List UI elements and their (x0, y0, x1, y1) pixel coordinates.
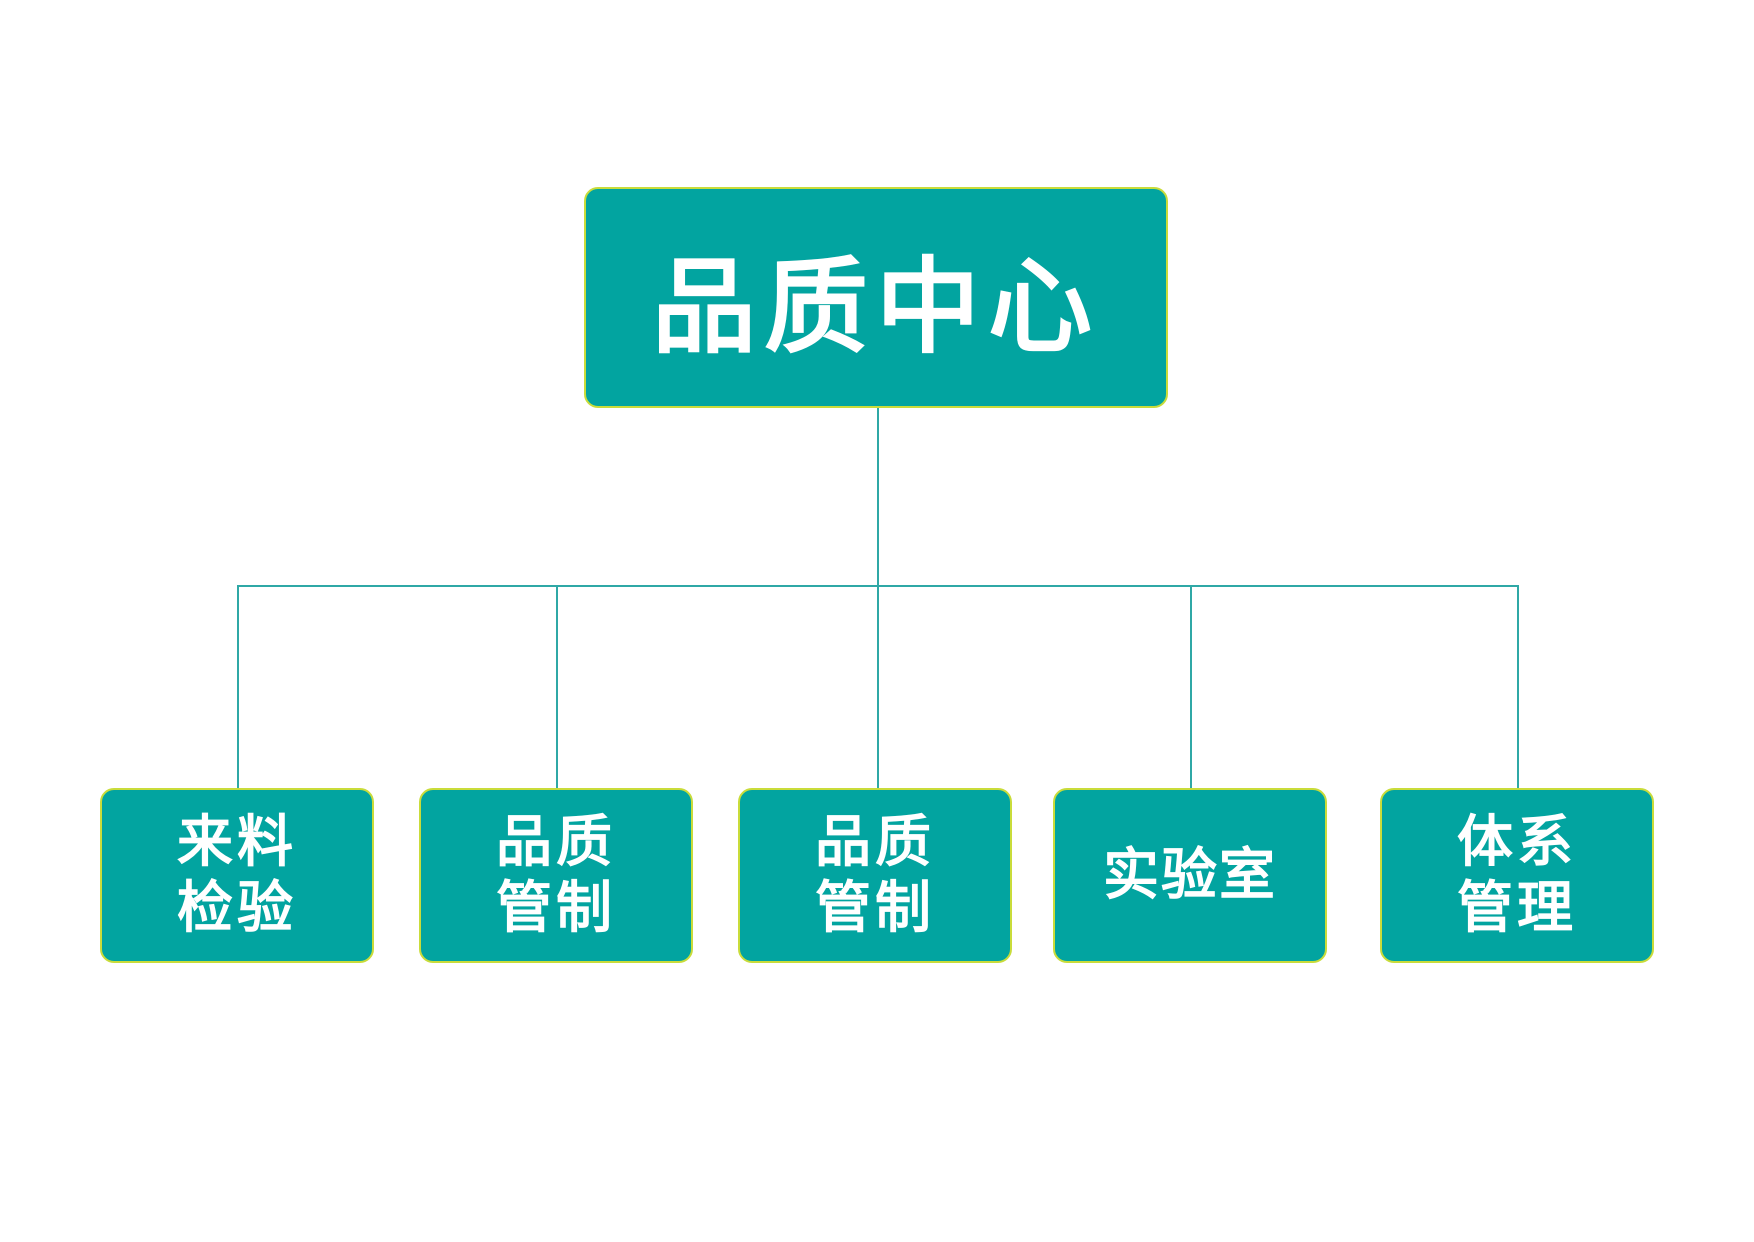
child-node-quality-control-2: 品质管制 (738, 788, 1012, 963)
connector-child-4 (1190, 585, 1192, 788)
child-node-system-management: 体系管理 (1380, 788, 1654, 963)
connector-child-2 (556, 585, 558, 788)
child-node-label: 品质管制 (496, 809, 616, 941)
connector-child-1 (237, 585, 239, 788)
child-node-label: 实验室 (1103, 842, 1277, 908)
child-node-quality-control-1: 品质管制 (419, 788, 693, 963)
child-node-label: 品质管制 (815, 809, 935, 941)
connector-child-5 (1517, 585, 1519, 788)
root-node-label: 品质中心 (651, 246, 1100, 368)
connector-child-3 (877, 585, 879, 788)
child-node-label: 体系管理 (1457, 809, 1577, 941)
child-node-label: 来料检验 (177, 809, 297, 941)
connector-root-down (877, 408, 879, 586)
child-node-laboratory: 实验室 (1053, 788, 1327, 963)
root-node: 品质中心 (584, 187, 1168, 408)
child-node-incoming-inspection: 来料检验 (100, 788, 374, 963)
